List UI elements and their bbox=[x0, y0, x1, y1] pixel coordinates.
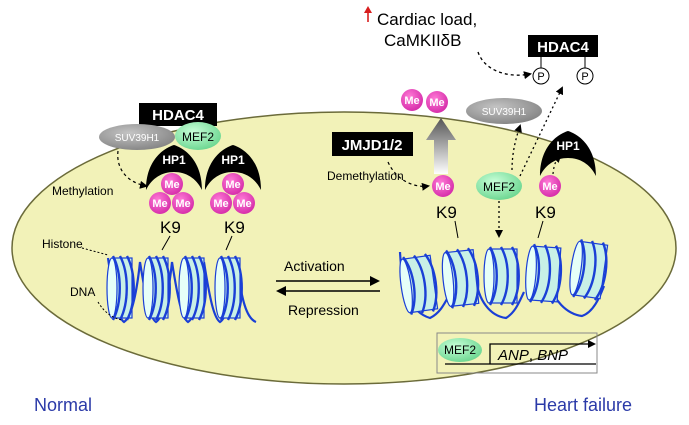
demethylation-label: Demethylation bbox=[327, 169, 404, 183]
svg-text:Me: Me bbox=[236, 198, 251, 210]
target-genes-label: ANP, BNP bbox=[497, 347, 568, 364]
methyl-right-1 bbox=[432, 175, 454, 197]
methyl-right-2 bbox=[539, 175, 561, 197]
activation-label: Activation bbox=[284, 258, 345, 274]
gene-expression-box: MEF2 ANP, BNP bbox=[436, 332, 598, 374]
cardiac-load-line1: Cardiac load, bbox=[377, 10, 477, 29]
dna-label: DNA bbox=[70, 285, 95, 299]
cardiac-load-line2: CaMKIIδB bbox=[384, 31, 461, 50]
right-histone-1 bbox=[399, 253, 439, 315]
svg-text:Me: Me bbox=[213, 198, 228, 210]
hp1-left-1 bbox=[146, 145, 202, 190]
mef2-promoter bbox=[438, 338, 482, 362]
right-histone-3 bbox=[483, 246, 520, 306]
jmjd-label: JMJD1/2 bbox=[342, 137, 403, 154]
repression-label: Repression bbox=[288, 302, 359, 318]
repression-arrowhead bbox=[276, 286, 286, 296]
hp1-left-2 bbox=[205, 145, 261, 190]
suv39h1-right-label: SUV39H1 bbox=[482, 107, 527, 118]
hp1-right bbox=[540, 131, 596, 176]
k9-left-2: K9 bbox=[224, 218, 245, 237]
signal-arrow bbox=[477, 51, 532, 80]
svg-text:Me: Me bbox=[435, 181, 450, 193]
k9-right-1: K9 bbox=[436, 203, 457, 222]
left-histone-1 bbox=[106, 255, 135, 321]
methylation-arrow bbox=[117, 150, 148, 189]
left-histone-2 bbox=[142, 255, 171, 321]
svg-text:Me: Me bbox=[225, 179, 240, 191]
transcription-start-icon bbox=[489, 343, 590, 364]
phospho-label-1: P bbox=[537, 71, 544, 83]
phospho-label-2: P bbox=[581, 71, 588, 83]
suv39h1-left-label: SUV39H1 bbox=[115, 133, 160, 144]
svg-text:Me: Me bbox=[404, 95, 419, 107]
hdac4-left-box bbox=[139, 103, 217, 126]
mef2-left bbox=[175, 122, 221, 150]
hp1-left-2-label: HP1 bbox=[221, 153, 245, 167]
normal-caption: Normal bbox=[34, 395, 92, 415]
hdac4-exported-label: HDAC4 bbox=[537, 39, 589, 56]
histone-label: Histone bbox=[42, 237, 83, 251]
left-histone-3 bbox=[178, 255, 207, 321]
mef2-left-label: MEF2 bbox=[182, 130, 214, 144]
heart-failure-caption: Heart failure bbox=[534, 395, 632, 415]
phospho-circle-2 bbox=[576, 67, 594, 85]
hp1-right-label: HP1 bbox=[556, 139, 580, 153]
suv-release-arrow bbox=[511, 124, 522, 171]
svg-text:Me: Me bbox=[164, 179, 179, 191]
methylation-label: Methylation bbox=[52, 184, 113, 198]
hp1-left-1-label: HP1 bbox=[162, 153, 186, 167]
right-histone-4 bbox=[525, 243, 563, 305]
suv39h1-right bbox=[466, 98, 542, 124]
cardiac-load-label: Cardiac load, CaMKIIδB bbox=[364, 6, 477, 50]
k9-right-2: K9 bbox=[535, 203, 556, 222]
chromatin-condensed bbox=[106, 255, 257, 324]
phospho-circle-1 bbox=[532, 67, 550, 85]
suv39h1-left bbox=[99, 124, 175, 150]
chromatin-relaxed bbox=[398, 239, 609, 320]
right-histone-5 bbox=[569, 239, 609, 301]
hdac4-left-label: HDAC4 bbox=[152, 107, 204, 124]
demethylation-arrow bbox=[387, 161, 430, 191]
k9-left-1: K9 bbox=[160, 218, 181, 237]
left-histone-4 bbox=[214, 255, 243, 321]
activation-arrowhead bbox=[370, 276, 380, 286]
released-methyl-groups: Me Me bbox=[401, 89, 448, 113]
right-histone-2 bbox=[441, 247, 480, 309]
mef2-right bbox=[476, 172, 522, 200]
methyl-cluster-left-1: Me Me Me bbox=[149, 173, 194, 214]
mef2-box-label: MEF2 bbox=[444, 343, 476, 357]
up-arrow-icon bbox=[364, 6, 372, 22]
mef2-right-label: MEF2 bbox=[483, 180, 515, 194]
hdac4-export-arrow bbox=[519, 86, 564, 177]
svg-text:Me: Me bbox=[175, 198, 190, 210]
methyl-cluster-left-2: Me Me Me bbox=[210, 173, 255, 214]
svg-text:Me: Me bbox=[152, 198, 167, 210]
svg-text:Me: Me bbox=[542, 181, 557, 193]
svg-text:Me: Me bbox=[429, 97, 444, 109]
demethylation-release-arrow bbox=[426, 118, 456, 174]
hdac4-exported-box bbox=[528, 35, 598, 57]
hp1-release-arrow bbox=[552, 154, 562, 175]
jmjd-box bbox=[332, 132, 413, 156]
